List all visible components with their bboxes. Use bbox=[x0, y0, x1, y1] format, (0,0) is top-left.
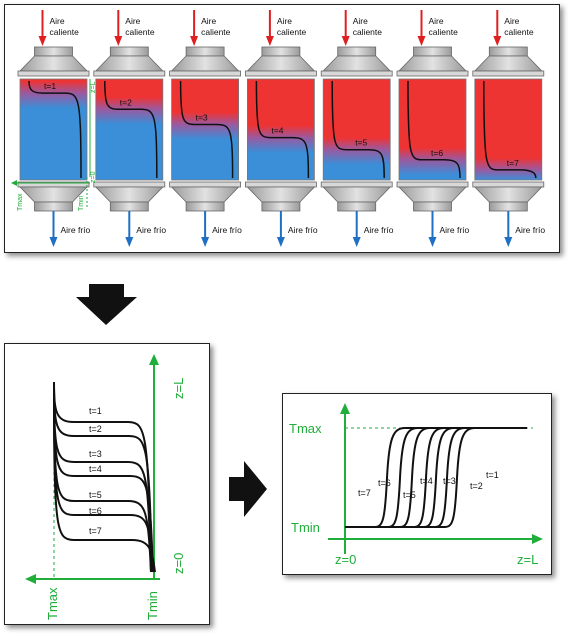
cold-air-label: Aire frío bbox=[288, 225, 318, 235]
time-label: t=2 bbox=[120, 97, 132, 107]
time-label: t=7 bbox=[358, 488, 371, 498]
hot-air-arrow-icon bbox=[493, 10, 502, 46]
time-label: t=1 bbox=[89, 406, 102, 416]
hot-air-arrow-icon bbox=[114, 10, 123, 46]
hot-air-label: Aire bbox=[353, 16, 368, 26]
temperature-profile-line bbox=[483, 80, 537, 179]
breakthrough-curve bbox=[345, 427, 527, 528]
hot-air-arrow-icon bbox=[38, 10, 47, 46]
time-label: t=1 bbox=[486, 470, 499, 480]
tmax-label: Tmax bbox=[289, 421, 322, 436]
hot-air-label: caliente bbox=[50, 27, 80, 37]
tmin-label: Tmin bbox=[145, 591, 160, 620]
temperature-profile-line bbox=[331, 80, 385, 179]
cold-air-arrow-icon bbox=[504, 211, 513, 247]
hot-air-label: caliente bbox=[504, 27, 534, 37]
temperature-profile-line bbox=[179, 80, 234, 179]
breakthrough-curve bbox=[345, 427, 527, 528]
profile-curve bbox=[53, 381, 156, 573]
hot-air-arrow-icon bbox=[417, 10, 426, 46]
breakthrough-curve bbox=[345, 427, 527, 528]
cold-air-label: Aire frío bbox=[212, 225, 242, 235]
cold-air-arrow-icon bbox=[125, 211, 134, 247]
time-label: t=6 bbox=[89, 506, 102, 516]
hot-air-arrow-icon bbox=[190, 10, 199, 46]
cold-air-arrow-icon bbox=[428, 211, 437, 247]
time-label: t=3 bbox=[443, 476, 456, 486]
time-label: t=4 bbox=[271, 126, 283, 136]
time-label: t=6 bbox=[378, 478, 391, 488]
profile-plot: z=L z=0 Tmax Tmin t=1 t=2 t=3 t=4 t=5 t=6 t=7 bbox=[25, 354, 186, 620]
temperature-profile-line bbox=[407, 80, 461, 179]
column-axis-annotation: z=L z=0 Tmax Tmin bbox=[11, 79, 97, 211]
breakthrough-plot: Tmax Tmin z=0 z=L t=1t=2 t=3 t=4 t=5 t=6 t=7 bbox=[289, 403, 543, 567]
tmin-label: Tmin bbox=[78, 195, 85, 211]
time-label: t=2 bbox=[89, 424, 102, 434]
cold-air-label: Aire frío bbox=[61, 225, 91, 235]
tmax-label: Tmax bbox=[17, 193, 24, 211]
time-label: t=6 bbox=[431, 148, 443, 158]
temperature-profile-line bbox=[104, 80, 158, 179]
time-label: t=4 bbox=[420, 476, 433, 486]
time-label: t=5 bbox=[89, 490, 102, 500]
z-l-label: z=L bbox=[90, 81, 97, 93]
time-label: t=3 bbox=[89, 449, 102, 459]
hot-air-label: Aire bbox=[201, 16, 216, 26]
cold-air-label: Aire frío bbox=[440, 225, 470, 235]
hot-air-arrow-icon bbox=[265, 10, 274, 46]
breakthrough-curve bbox=[345, 427, 527, 528]
hot-air-arrow-icon bbox=[341, 10, 350, 46]
time-label: t=7 bbox=[507, 158, 519, 168]
hot-air-label: caliente bbox=[201, 27, 231, 37]
profile-plot-panel: z=L z=0 Tmax Tmin t=1 t=2 t=3 t=4 t=5 t=6 t=7 bbox=[4, 343, 210, 625]
time-label: t=1 bbox=[44, 81, 56, 91]
cold-air-label: Aire frío bbox=[364, 225, 394, 235]
cold-air-arrow-icon bbox=[49, 211, 58, 247]
hot-air-label: caliente bbox=[125, 27, 155, 37]
hot-air-label: caliente bbox=[353, 27, 383, 37]
time-label: t=3 bbox=[196, 112, 208, 122]
hot-air-label: Aire bbox=[277, 16, 292, 26]
time-label: t=2 bbox=[470, 481, 483, 491]
z-l-label: z=L bbox=[517, 552, 538, 567]
cold-air-label: Aire frío bbox=[515, 225, 545, 235]
cold-air-arrow-icon bbox=[352, 211, 361, 247]
z-0-label: z=0 bbox=[90, 171, 97, 183]
temperature-profile-line bbox=[255, 80, 310, 179]
profile-curve bbox=[53, 381, 153, 573]
profile-curve bbox=[53, 381, 154, 573]
time-label: t=5 bbox=[403, 490, 416, 500]
cold-air-arrow-icon bbox=[201, 211, 210, 247]
hot-air-label: Aire bbox=[429, 16, 444, 26]
time-label: t=4 bbox=[89, 464, 102, 474]
z-0-label: z=0 bbox=[335, 552, 356, 567]
tmax-label: Tmax bbox=[45, 587, 60, 620]
breakthrough-curve bbox=[345, 427, 527, 528]
breakthrough-curve bbox=[345, 427, 527, 528]
hot-air-label: Aire bbox=[50, 16, 65, 26]
z-l-label: z=L bbox=[171, 378, 186, 399]
hot-air-label: caliente bbox=[429, 27, 459, 37]
hot-air-label: Aire bbox=[125, 16, 140, 26]
z-0-label: z=0 bbox=[171, 553, 186, 574]
hot-air-label: caliente bbox=[277, 27, 307, 37]
breakthrough-curve bbox=[345, 427, 527, 528]
cold-air-label: Aire frío bbox=[136, 225, 166, 235]
tmin-label: Tmin bbox=[291, 520, 320, 535]
time-label: t=7 bbox=[89, 526, 102, 536]
cold-air-arrow-icon bbox=[276, 211, 285, 247]
time-label: t=5 bbox=[355, 138, 367, 148]
hot-air-label: Aire bbox=[504, 16, 519, 26]
temperature-profile-line bbox=[28, 80, 82, 179]
